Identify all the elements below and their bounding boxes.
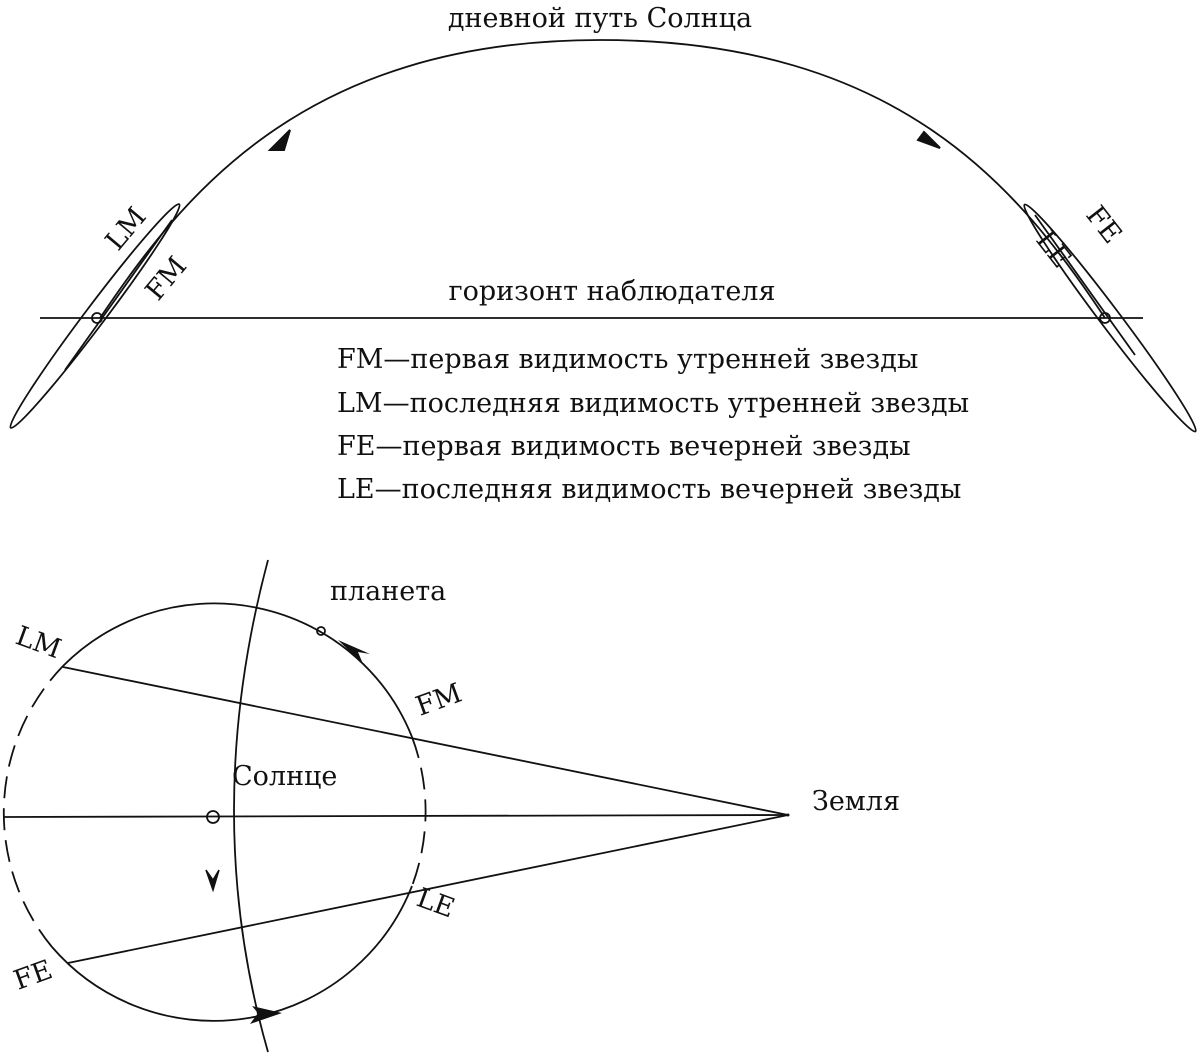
arrow-icon: [250, 1006, 282, 1024]
left-visibility-ellipse: [9, 203, 181, 429]
earth-marker: [786, 813, 790, 817]
right-visibility-ellipse: [1023, 203, 1197, 433]
sun-label: Солнце: [232, 761, 337, 792]
line-of-sight-fe: [67, 814, 789, 964]
label-fe-bottom: FE: [10, 954, 57, 996]
arrow-icon: [205, 869, 220, 893]
line-of-sight-lm: [62, 666, 789, 816]
arrow-icon: [267, 129, 291, 151]
sun-earth-line: [2, 814, 789, 818]
sun-marker: [206, 810, 220, 824]
arrow-icon: [916, 130, 941, 149]
legend-item: FM—первая видимость утренней звезды: [337, 344, 918, 375]
legend-item: LM—последняя видимость утренней звезды: [337, 388, 969, 419]
sun-path-arc: [233, 559, 269, 1053]
diagram-title: дневной путь Солнца: [448, 3, 752, 34]
sun-daily-path: [99, 39, 1106, 319]
horizon-label: горизонт наблюдателя: [448, 276, 775, 307]
earth-label: Земля: [812, 786, 900, 817]
legend: FM—первая видимость утренней звезды LM—п…: [337, 344, 969, 505]
arrow-icon: [338, 640, 370, 664]
label-le-bottom: LE: [413, 882, 459, 924]
planet-label: планета: [330, 576, 446, 607]
label-fm-bottom: FM: [412, 678, 466, 723]
label-fe-top: FE: [1079, 200, 1127, 249]
planet-marker: [316, 626, 326, 636]
label-lm-bottom: LM: [12, 620, 65, 665]
legend-item: LE—последняя видимость вечерней звезды: [337, 474, 961, 505]
label-lm-top: LM: [100, 202, 153, 257]
legend-item: FE—первая видимость вечерней звезды: [337, 431, 911, 462]
